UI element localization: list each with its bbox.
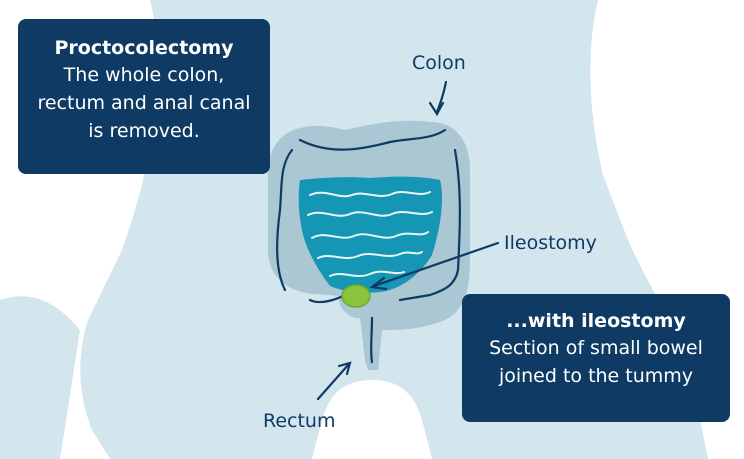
ileostomy-box-line-2: joined to the tummy <box>498 365 694 387</box>
procedure-title: Proctocolectomy <box>54 37 234 59</box>
rectum-label: Rectum <box>263 410 336 432</box>
ileostomy-info-box: ...with ileostomy Section of small bowel… <box>462 294 730 422</box>
ileostomy-arrow <box>369 241 500 291</box>
ileostomy-box-title: ...with ileostomy <box>506 310 686 332</box>
colon-label: Colon <box>412 52 466 74</box>
colon-arrow <box>428 80 448 117</box>
rectum-arrow <box>316 361 352 401</box>
procedure-line-2: rectum and anal canal <box>37 92 251 114</box>
left-arm <box>0 296 80 459</box>
ileostomy-label: Ileostomy <box>504 232 597 254</box>
procedure-line-3: is removed. <box>88 120 200 142</box>
ileostomy-stoma <box>341 284 371 308</box>
procedure-line-1: The whole colon, <box>63 64 225 86</box>
ileostomy-box-line-1: Section of small bowel <box>489 337 703 359</box>
procedure-info-box: Proctocolectomy The whole colon, rectum … <box>18 19 270 174</box>
small-bowel <box>298 176 443 293</box>
